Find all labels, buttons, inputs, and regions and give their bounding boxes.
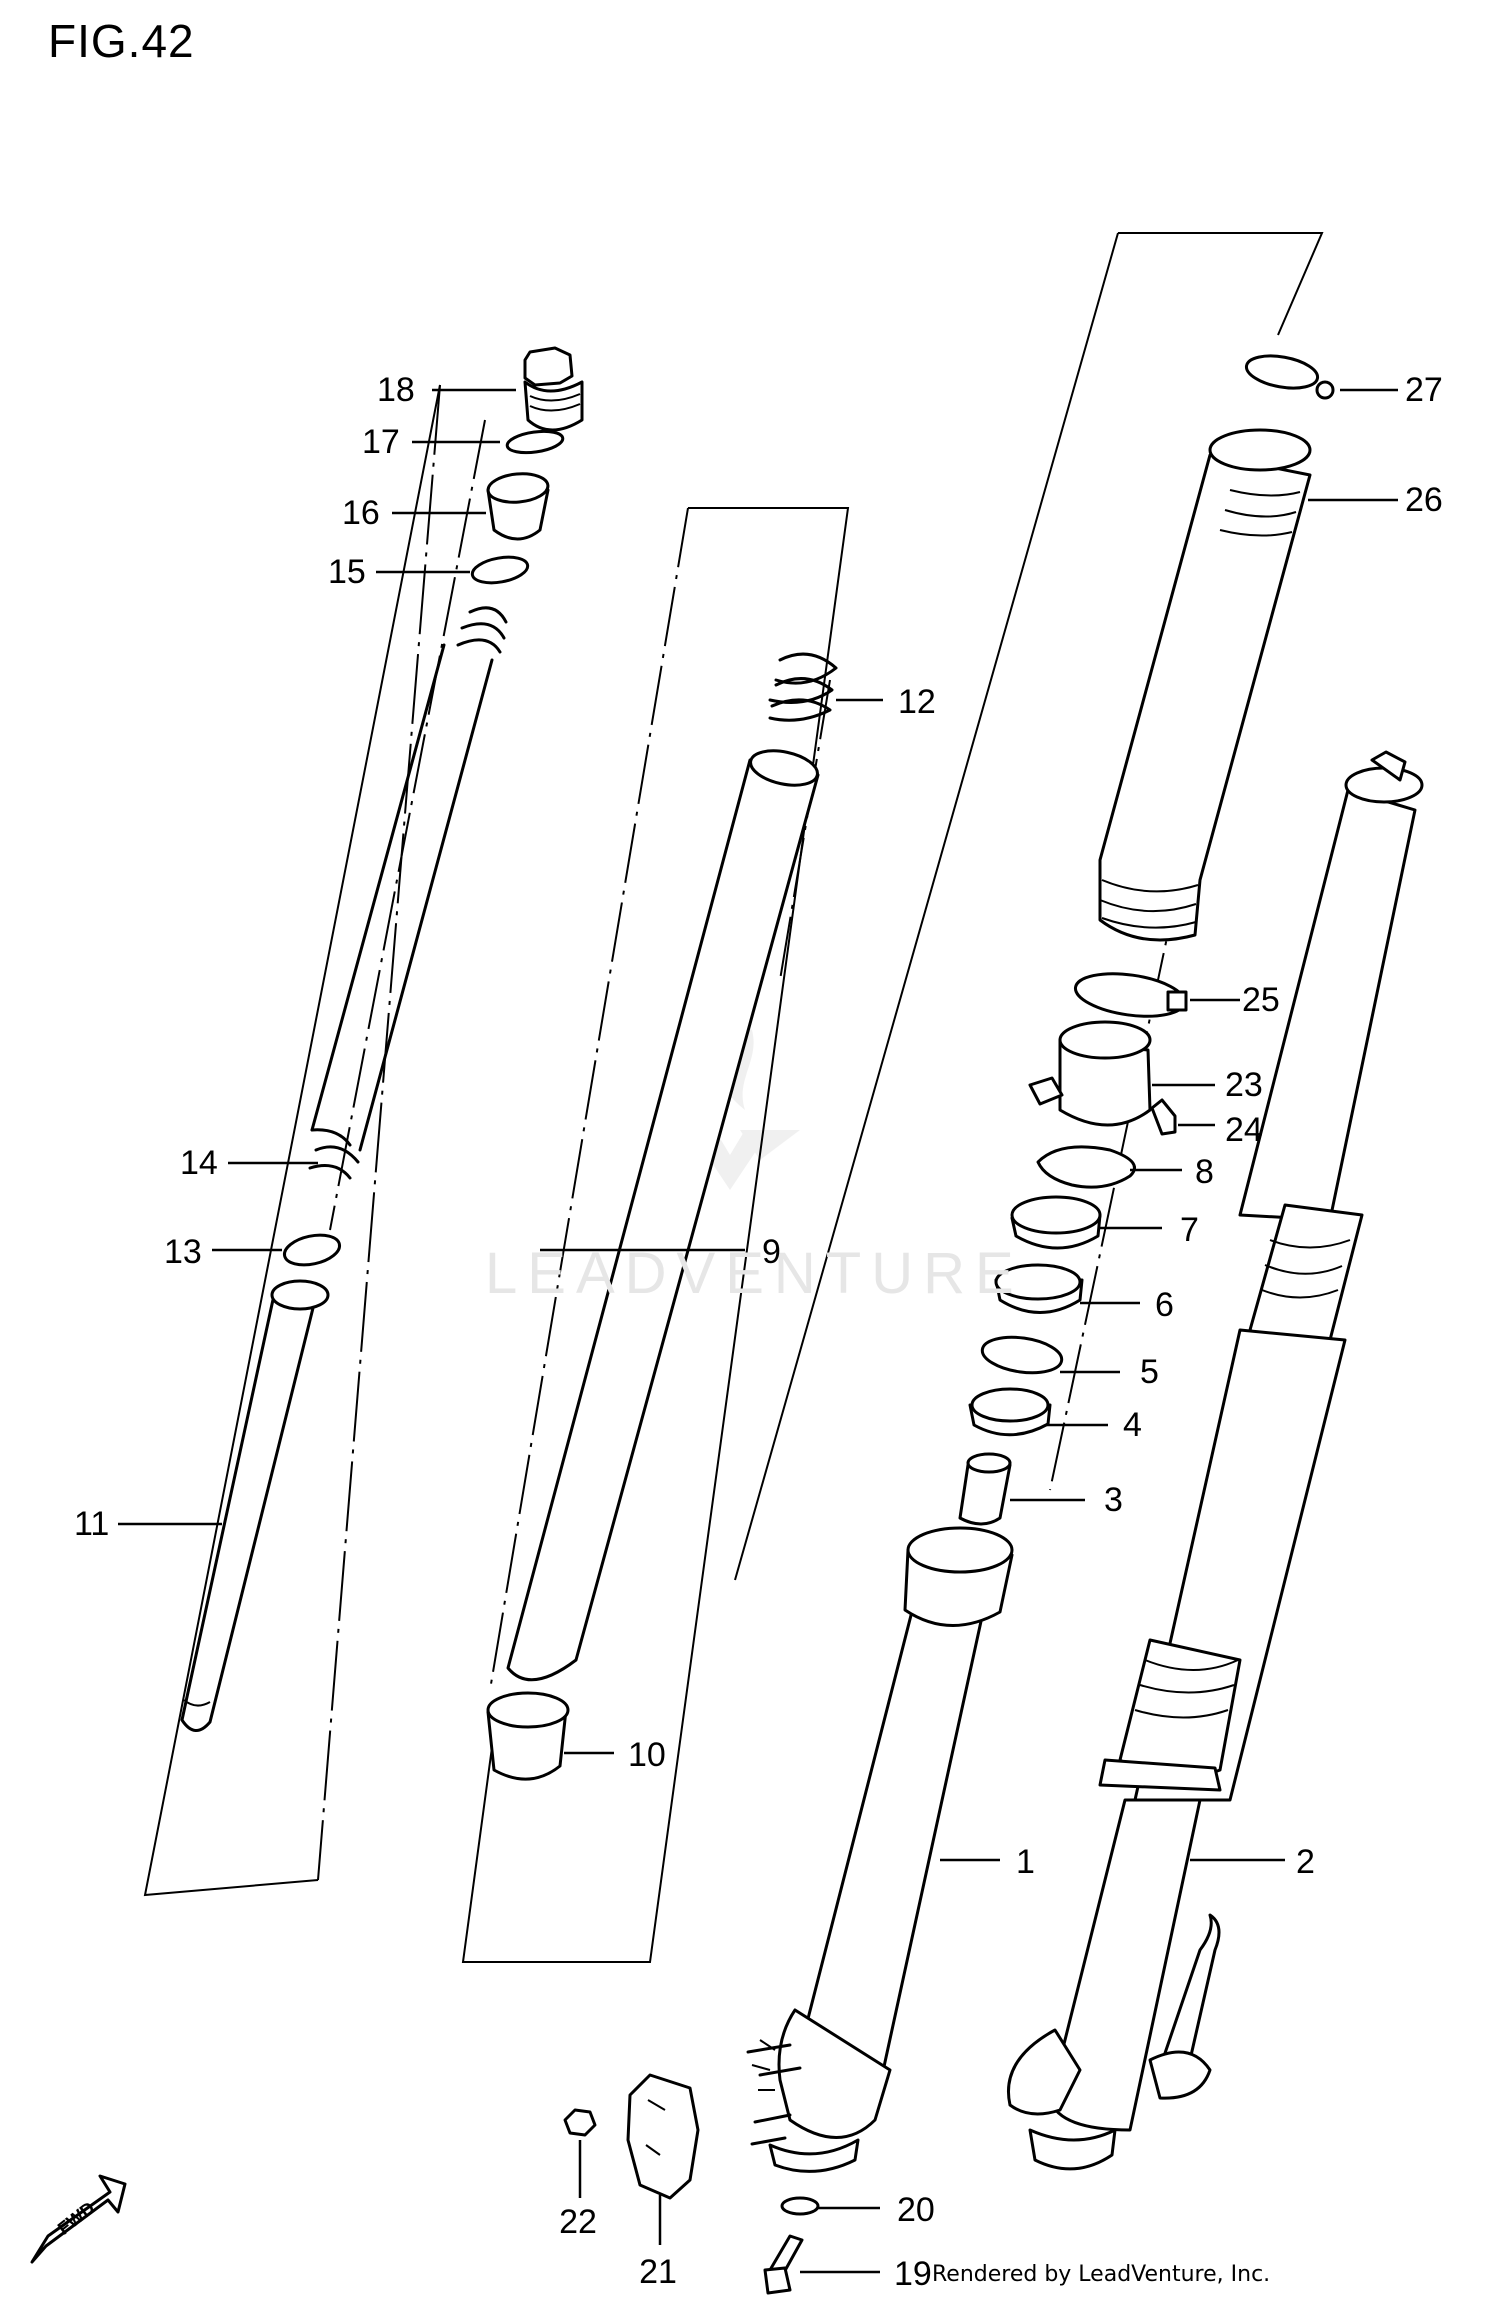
figure-title: FIG.42 bbox=[48, 15, 195, 67]
group-frame-left bbox=[143, 384, 441, 1897]
part-8-plate bbox=[1036, 1145, 1136, 1189]
part-18-cap-bolt bbox=[523, 346, 584, 432]
callout-19: 19 bbox=[894, 2255, 932, 2293]
part-11-damper-rod bbox=[180, 1279, 330, 1732]
callout-1: 1 bbox=[1016, 1843, 1035, 1881]
part-6-bushing bbox=[994, 1263, 1084, 1314]
callout-6: 6 bbox=[1155, 1286, 1174, 1324]
leader-lines bbox=[118, 388, 1398, 2274]
callout-26: 26 bbox=[1405, 481, 1443, 519]
callout-12: 12 bbox=[898, 683, 936, 721]
callout-20: 20 bbox=[897, 2191, 935, 2229]
part-26-boot bbox=[1098, 428, 1312, 942]
axis-line-middle bbox=[779, 679, 831, 981]
part-4-bushing bbox=[968, 1387, 1052, 1437]
callout-16: 16 bbox=[342, 494, 380, 532]
callout-14: 14 bbox=[180, 1144, 218, 1182]
callout-10: 10 bbox=[628, 1736, 666, 1774]
part-23-housing bbox=[1028, 1020, 1152, 1127]
callout-27: 27 bbox=[1405, 371, 1443, 409]
callout-11: 11 bbox=[74, 1505, 110, 1543]
part-27-clamp bbox=[1244, 354, 1335, 400]
part-21-axle-holder bbox=[626, 2073, 700, 2200]
axle-studs bbox=[746, 2043, 802, 2146]
callout-7: 7 bbox=[1180, 1211, 1199, 1249]
part-7-oil-seal bbox=[1010, 1195, 1102, 1250]
part-1-outer-tube bbox=[751, 1526, 1014, 2173]
part-9-inner-tube bbox=[506, 749, 820, 1682]
part-3-oil-lock-piece bbox=[958, 1452, 1012, 1526]
part-22-nut bbox=[563, 2108, 597, 2137]
part-19-bolt bbox=[763, 2234, 804, 2295]
callout-3: 3 bbox=[1104, 1481, 1123, 1519]
part-12-spring bbox=[768, 652, 838, 722]
callout-21: 21 bbox=[639, 2253, 677, 2291]
part-14-spring-long bbox=[308, 606, 508, 1180]
callout-22: 22 bbox=[559, 2203, 597, 2241]
part-24-bolt bbox=[1150, 1098, 1177, 1136]
watermark-text: LEADVENTURE bbox=[485, 1241, 1024, 1306]
callout-17: 17 bbox=[362, 423, 400, 461]
part-13-washer bbox=[282, 1233, 342, 1267]
part-5-washer bbox=[980, 1335, 1064, 1375]
part-16-spacer bbox=[486, 472, 550, 541]
render-credit: Rendered by LeadVenture, Inc. bbox=[932, 2262, 1271, 2287]
callout-4: 4 bbox=[1123, 1406, 1142, 1444]
group-frame-middle bbox=[461, 507, 850, 1963]
callout-9: 9 bbox=[762, 1233, 781, 1271]
part-10-bushing bbox=[486, 1691, 570, 1781]
part-15-washer bbox=[470, 555, 530, 585]
axis-line-left bbox=[329, 419, 486, 1231]
part-25-clamp bbox=[1073, 972, 1188, 1018]
fwd-arrow-icon bbox=[30, 2174, 127, 2264]
part-20-washer bbox=[780, 2196, 820, 2216]
callout-15: 15 bbox=[328, 553, 366, 591]
callout-24: 24 bbox=[1225, 1111, 1263, 1149]
callout-8: 8 bbox=[1195, 1153, 1214, 1191]
callout-25: 25 bbox=[1242, 981, 1280, 1019]
callout-23: 23 bbox=[1225, 1066, 1263, 1104]
part-17-washer bbox=[505, 429, 565, 455]
callout-5: 5 bbox=[1140, 1353, 1159, 1391]
callout-18: 18 bbox=[377, 371, 415, 409]
callout-13: 13 bbox=[164, 1233, 202, 1271]
part-2-front-fork bbox=[1007, 750, 1424, 2171]
callout-2: 2 bbox=[1296, 1843, 1315, 1881]
